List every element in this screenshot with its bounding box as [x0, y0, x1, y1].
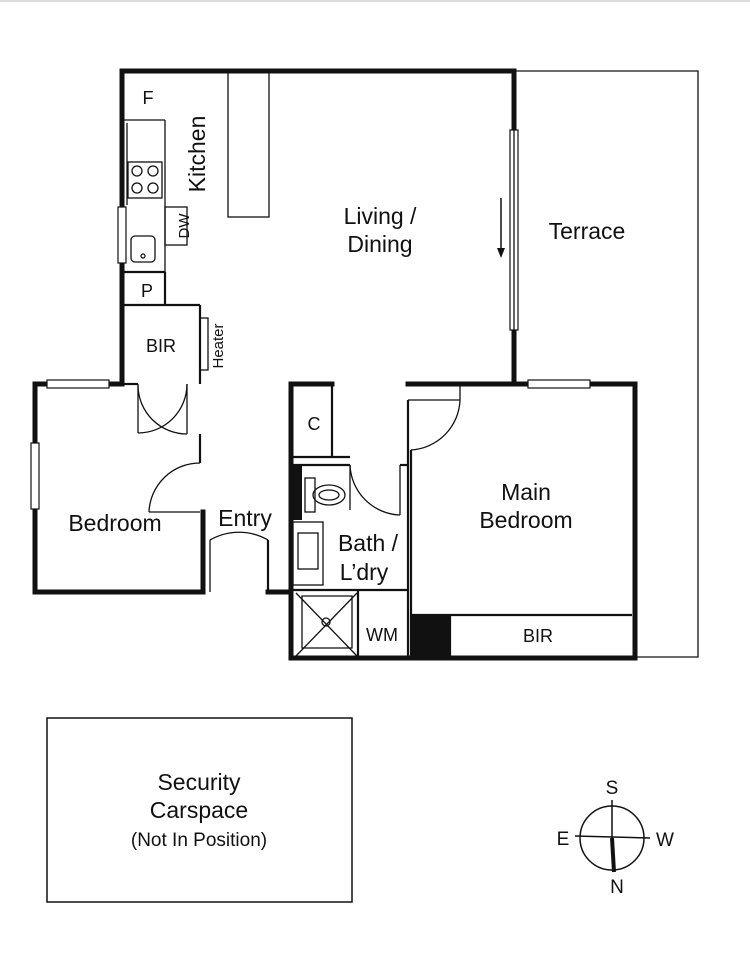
shower-icon: [295, 592, 358, 657]
carspace-box: [46, 717, 353, 903]
cupboard-label: C: [308, 414, 321, 434]
kitchen-island: [227, 71, 270, 218]
sliding-door-arrow: [497, 198, 505, 258]
bath-label-2: L’dry: [340, 559, 389, 585]
carspace-label-2: Carspace: [150, 797, 248, 823]
compass-south: S: [606, 778, 619, 799]
kitchen-label: Kitchen: [184, 116, 210, 193]
bir-left-label: BIR: [146, 336, 176, 356]
main-bedroom-label-2: Bedroom: [479, 507, 572, 533]
cooktop-icon: [127, 161, 163, 199]
living-label-2: Dining: [347, 231, 412, 257]
sink-icon: [130, 235, 156, 263]
terrace-label: Terrace: [549, 218, 626, 244]
carspace-label-1: Security: [157, 769, 241, 795]
bir-main-label: BIR: [523, 626, 553, 646]
walls: [32, 68, 638, 661]
windows: [30, 129, 591, 510]
kitchen-bench: [122, 119, 166, 272]
interior-walls: [122, 270, 632, 658]
pantry-label: P: [141, 281, 153, 301]
entry-label: Entry: [218, 505, 272, 531]
bir-wall-solid: [411, 615, 450, 658]
compass-east: E: [557, 829, 570, 850]
toilet-icon: [304, 477, 346, 513]
door-swings: [137, 383, 461, 592]
bath-label-1: Bath /: [338, 530, 399, 556]
main-bedroom-label-1: Main: [501, 479, 551, 505]
fridge-label: F: [143, 88, 154, 108]
vanity-icon: [292, 521, 324, 586]
heater-box: [199, 317, 209, 371]
terrace-outline: [516, 70, 699, 658]
bath-wall-solid: [291, 465, 302, 520]
living-label-1: Living /: [344, 203, 417, 229]
carspace-label-3: (Not In Position): [131, 830, 267, 851]
compass-north: N: [610, 877, 624, 898]
bedroom-label: Bedroom: [68, 510, 161, 536]
compass-icon: [574, 800, 651, 873]
dishwasher-box: [164, 206, 188, 246]
heater-label: Heater: [210, 323, 227, 368]
washing-machine-label: WM: [366, 625, 398, 645]
dishwasher-label: DW: [176, 213, 193, 239]
compass-west: W: [656, 830, 674, 851]
